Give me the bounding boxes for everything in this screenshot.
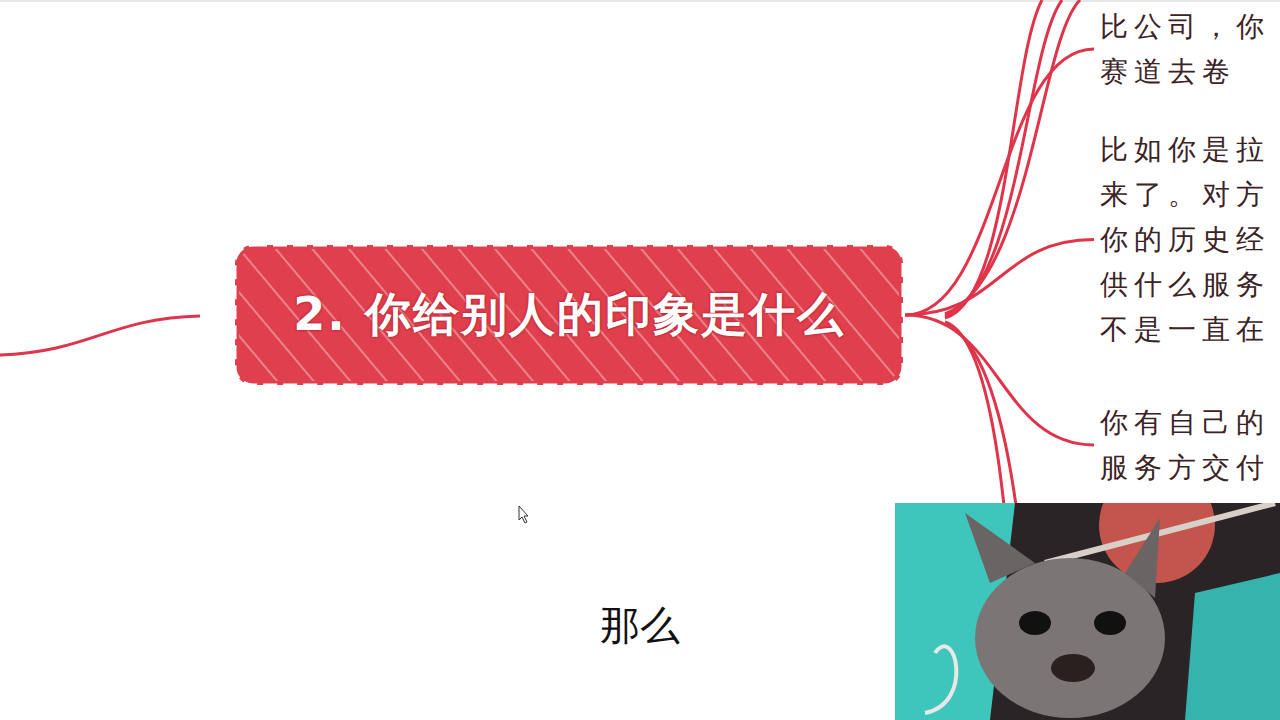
teal-area [1185,573,1280,720]
animal-ear [965,513,1035,583]
subtitle: 那么 [600,598,680,653]
animal-eye [1094,611,1126,635]
paw-outline [925,646,956,713]
branch-note: 比公司，你 赛道去卷 [1100,4,1272,94]
animal-nose [1051,654,1095,682]
topic-text: 2. 你给别人的印象是什么 [293,287,845,342]
note-text: 比公司，你 赛道去卷 [1100,4,1272,94]
topic-fill [235,245,903,385]
parent-branch [0,316,200,355]
branch-connector [905,49,1094,315]
animal-eye [1019,611,1051,635]
branch-connector [905,240,1094,316]
top-rule [0,1,1280,2]
topic-box: 2. 你给别人的印象是什么 [233,243,905,387]
video-overlay [895,503,1280,720]
topic-shape [233,243,905,387]
stick [1045,503,1275,563]
note-text: 你有自己的 服务方交付 [1100,400,1272,490]
animal-ear [1125,518,1160,598]
branch-connector [905,315,1094,445]
branch-note: 你有自己的 服务方交付 [1100,400,1272,490]
branch-line [945,0,1042,318]
video-ground [895,503,1280,720]
mouse-cursor [519,506,528,523]
topic-hatch [239,249,899,381]
note-text: 比如你是拉 来了。对方 你的历史经 供什么服务 不是一直在 [1100,127,1272,352]
branch-note: 比如你是拉 来了。对方 你的历史经 供什么服务 不是一直在 [1100,127,1272,352]
